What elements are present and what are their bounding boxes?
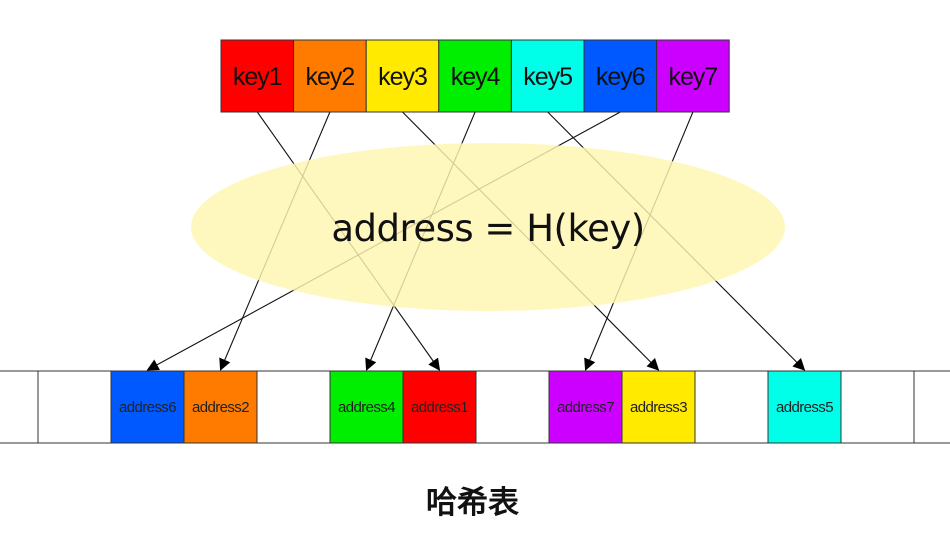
- key-cell: key6: [583, 39, 658, 113]
- table-cell-box: [548, 370, 623, 444]
- table-cell-address7: address7: [548, 370, 623, 444]
- hash-function-label: address = H(key): [331, 207, 644, 250]
- key-label: key7: [668, 63, 717, 91]
- table-cell-empty: [256, 370, 331, 444]
- table-cell-box: [256, 370, 331, 444]
- table-cell-empty: [475, 370, 550, 444]
- key-label: key5: [523, 63, 572, 91]
- table-cell-address1: address1: [402, 370, 477, 444]
- table-cell-empty: [694, 370, 769, 444]
- table-cell-box: [694, 370, 769, 444]
- key-cell: key2: [293, 39, 367, 113]
- key-label: key2: [305, 63, 354, 91]
- hash-table-row: address6 address2 address4 address1 address7…: [0, 370, 950, 444]
- address-label: address6: [119, 399, 176, 416]
- hash-function: address = H(key): [191, 143, 785, 311]
- table-cell-address6: address6: [110, 370, 185, 444]
- key-cell: key7: [656, 39, 730, 113]
- key-cell-box: [583, 39, 658, 113]
- table-cell-address3: address3: [621, 370, 696, 444]
- table-cell-box: [402, 370, 477, 444]
- table-cell-empty: [913, 370, 950, 444]
- key-cell-box: [365, 39, 440, 113]
- table-cell-box: [913, 370, 950, 444]
- key-label: key3: [378, 63, 427, 91]
- key-cell: key4: [438, 39, 512, 113]
- address-label: address4: [338, 399, 395, 416]
- address-label: address7: [557, 399, 614, 416]
- keys-row: key1 key2 key3 key4 key5 key6 key7: [220, 39, 730, 113]
- address-label: address5: [776, 399, 833, 416]
- table-cell-box: [110, 370, 185, 444]
- table-cell-address5: address5: [767, 370, 842, 444]
- address-label: address2: [192, 399, 249, 416]
- key-cell-box: [438, 39, 512, 113]
- table-cell-empty: [840, 370, 915, 444]
- table-cell-address4: address4: [329, 370, 404, 444]
- table-cell-box: [0, 370, 39, 444]
- key-cell: key1: [220, 39, 295, 113]
- key-cell-box: [510, 39, 585, 113]
- table-cell-empty: [0, 370, 39, 444]
- address-label: address1: [411, 399, 468, 416]
- table-cell-box: [840, 370, 915, 444]
- key-cell-box: [293, 39, 367, 113]
- key-label: key4: [451, 63, 501, 91]
- diagram-caption: 哈希表: [426, 485, 519, 521]
- table-cell-box: [37, 370, 112, 444]
- table-cell-box: [329, 370, 404, 444]
- key-label: key6: [596, 63, 645, 91]
- table-cell-address2: address2: [183, 370, 258, 444]
- key-cell: key3: [365, 39, 440, 113]
- table-cell-empty: [37, 370, 112, 444]
- key-cell: key5: [510, 39, 585, 113]
- address-label: address3: [630, 399, 687, 416]
- key-cell-box: [656, 39, 730, 113]
- hash-function-ellipse: [191, 143, 785, 311]
- table-cell-box: [767, 370, 842, 444]
- key-cell-box: [220, 39, 295, 113]
- key-label: key1: [233, 63, 282, 91]
- table-cell-box: [475, 370, 550, 444]
